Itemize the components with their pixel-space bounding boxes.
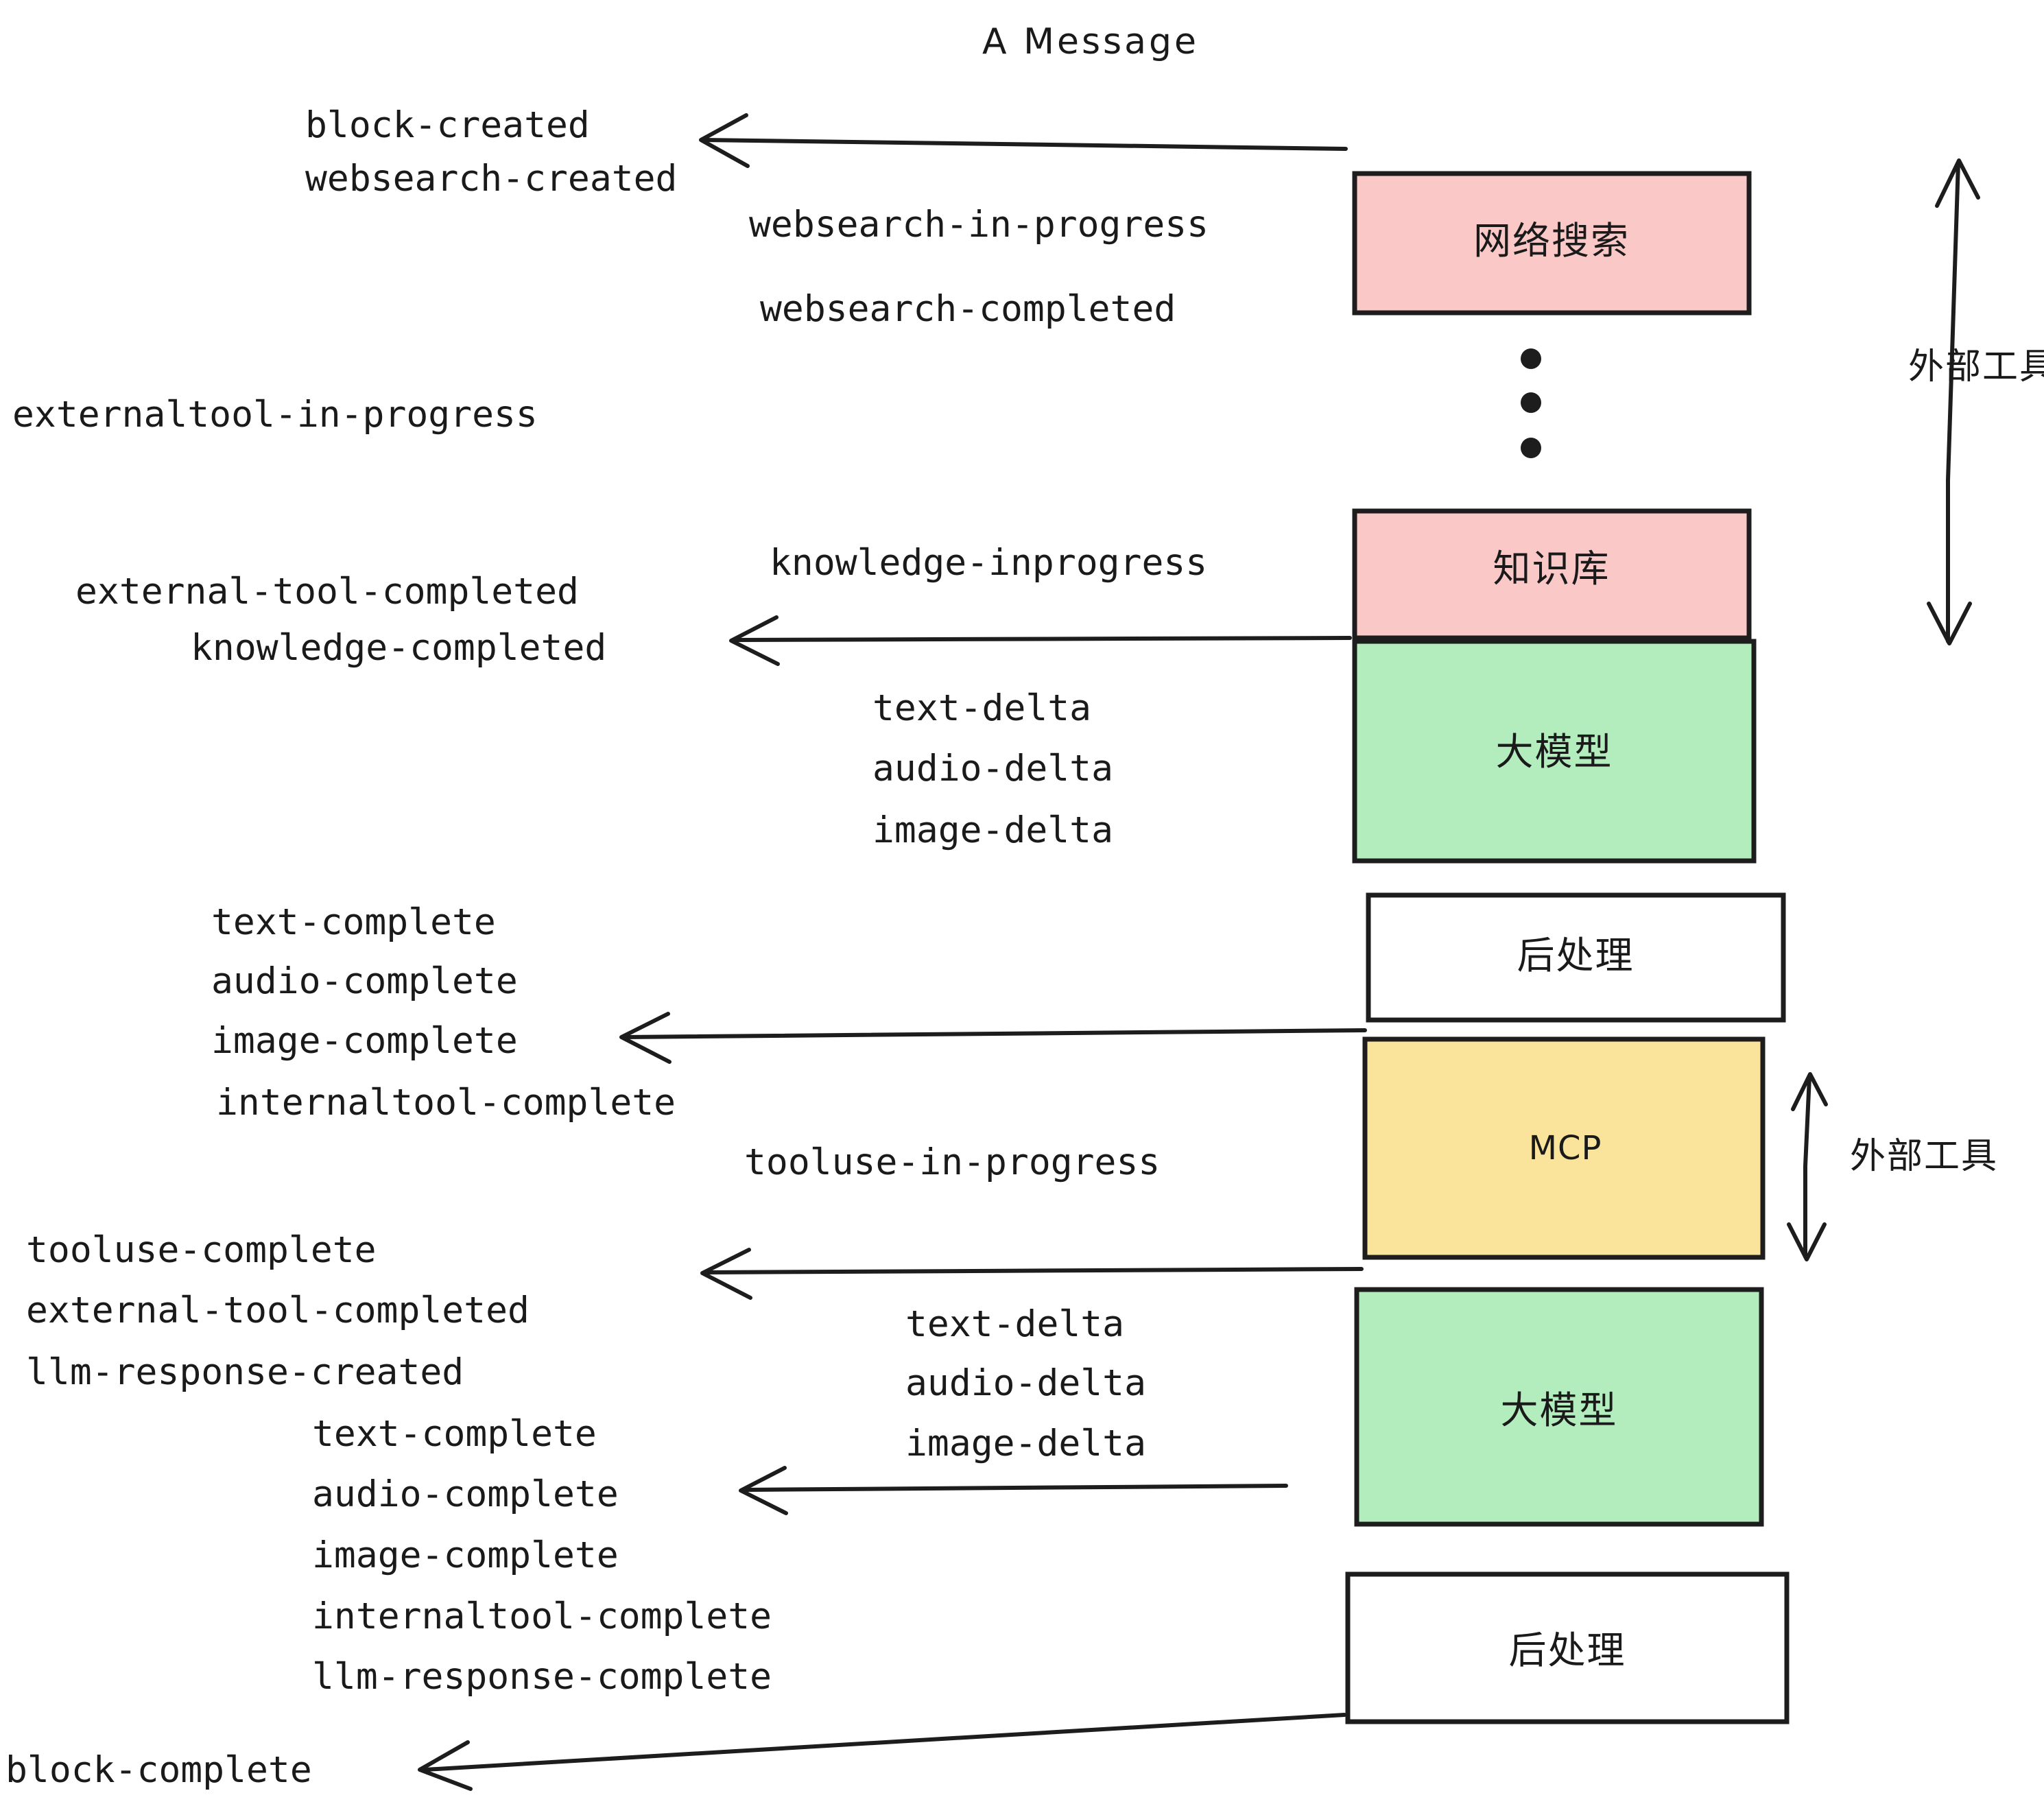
node-postprocess-top: 后处理 xyxy=(1366,892,1786,1023)
event-externaltool-in-progress: externaltool-in-progress xyxy=(12,394,538,436)
event-block-complete: block-complete xyxy=(5,1749,312,1791)
external-tool-top-arrow-icon xyxy=(1927,158,1980,645)
event-image-delta-1: image-delta xyxy=(872,809,1113,851)
node-websearch: 网络搜索 xyxy=(1352,171,1752,316)
event-audio-complete-2: audio-complete xyxy=(312,1473,619,1515)
event-image-delta-2: image-delta xyxy=(905,1423,1146,1464)
event-external-tool-completed-2: external-tool-completed xyxy=(26,1290,530,1331)
node-llm-top-label: 大模型 xyxy=(1495,730,1613,774)
node-postprocess-top-rect xyxy=(1366,892,1786,1023)
node-llm-bottom-label: 大模型 xyxy=(1500,1388,1617,1432)
event-internaltool-complete-1: internaltool-complete xyxy=(216,1082,676,1124)
vertical-ellipsis-icon xyxy=(1521,348,1541,458)
event-knowledge-completed: knowledge-completed xyxy=(191,627,606,669)
node-knowledge: 知识库 xyxy=(1352,508,1752,641)
event-text-delta-1: text-delta xyxy=(872,687,1091,729)
arrow-knowledge-to-completed xyxy=(729,615,1352,666)
diagram-title: A Message xyxy=(982,21,1199,62)
node-knowledge-rect xyxy=(1352,508,1752,641)
node-websearch-label: 网络搜索 xyxy=(1473,219,1630,263)
arrow-websearch-to-created xyxy=(699,113,1348,168)
event-websearch-created: websearch-created xyxy=(305,158,677,200)
node-knowledge-label: 知识库 xyxy=(1493,547,1610,591)
node-postprocess-top-label: 后处理 xyxy=(1517,934,1634,977)
event-internaltool-complete-2: internaltool-complete xyxy=(312,1595,772,1637)
node-mcp-label: MCP xyxy=(1529,1129,1602,1167)
event-websearch-completed: websearch-completed xyxy=(760,288,1176,330)
arrow-llm-bottom-to-audio-complete xyxy=(739,1466,1288,1515)
event-knowledge-inprogress: knowledge-inprogress xyxy=(770,542,1207,584)
node-websearch-rect xyxy=(1352,171,1752,316)
node-llm-top: 大模型 xyxy=(1352,639,1757,864)
external-tool-top-label: 外部工具 xyxy=(1908,346,2044,388)
arrow-postprocess-to-image-complete xyxy=(619,1012,1367,1064)
node-llm-bottom: 大模型 xyxy=(1354,1287,1764,1527)
node-postprocess-bottom-rect xyxy=(1345,1571,1790,1724)
event-external-tool-completed-1: external-tool-completed xyxy=(75,571,579,613)
arrow-postprocess-to-block-complete xyxy=(418,1713,1346,1791)
event-tooluse-complete: tooluse-complete xyxy=(26,1229,377,1271)
node-postprocess-bottom: 后处理 xyxy=(1345,1571,1790,1724)
node-llm-top-rect xyxy=(1352,639,1757,864)
event-text-delta-2: text-delta xyxy=(905,1303,1124,1345)
node-postprocess-bottom-label: 后处理 xyxy=(1508,1628,1626,1672)
event-llm-response-created: llm-response-created xyxy=(26,1351,464,1393)
event-tooluse-in-progress: tooluse-in-progress xyxy=(744,1141,1160,1183)
event-websearch-in-progress: websearch-in-progress xyxy=(749,204,1209,246)
event-text-complete-2: text-complete xyxy=(312,1413,597,1455)
node-mcp-rect xyxy=(1362,1036,1766,1260)
arrow-mcp-to-tooluse-complete xyxy=(700,1248,1364,1300)
external-tool-bottom-arrow-icon xyxy=(1787,1072,1828,1261)
node-mcp: MCP xyxy=(1362,1036,1766,1260)
event-image-complete-2: image-complete xyxy=(312,1534,619,1576)
event-text-complete-1: text-complete xyxy=(211,901,496,943)
event-block-created: block-created xyxy=(305,104,590,146)
event-image-complete-1: image-complete xyxy=(211,1020,518,1062)
node-llm-bottom-rect xyxy=(1354,1287,1764,1527)
event-audio-delta-2: audio-delta xyxy=(905,1362,1146,1404)
event-audio-delta-1: audio-delta xyxy=(872,748,1113,790)
event-audio-complete-1: audio-complete xyxy=(211,960,518,1002)
event-llm-response-complete: llm-response-complete xyxy=(312,1656,772,1698)
external-tool-bottom-label: 外部工具 xyxy=(1850,1136,1998,1177)
